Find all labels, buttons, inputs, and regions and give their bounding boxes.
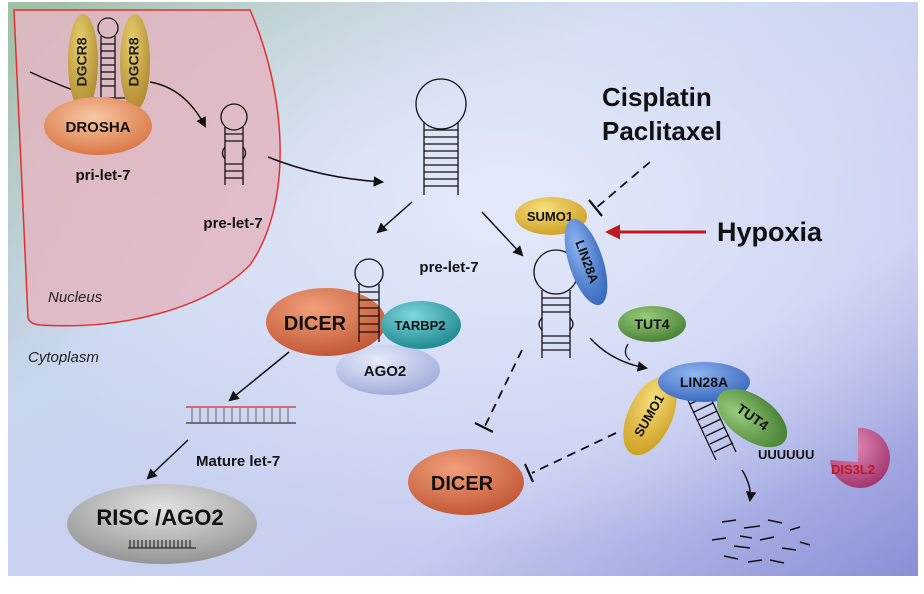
dicer-blocked-protein: DICER <box>408 449 524 515</box>
sumo1-top-label: SUMO1 <box>527 209 573 224</box>
drosha-protein: DROSHA <box>44 97 152 155</box>
dicer-main-protein <box>266 288 386 356</box>
dicer-main-label: DICER <box>284 313 347 335</box>
degraded-rna-fragments <box>711 519 811 564</box>
pri-let7-label: pri-let-7 <box>75 167 130 184</box>
hypoxia-label: Hypoxia <box>717 217 823 247</box>
cisplatin-label: Cisplatin <box>602 82 712 112</box>
tut4-top-label: TUT4 <box>635 316 670 332</box>
arrow-processing <box>149 81 206 128</box>
dis3l2-protein <box>830 427 890 488</box>
arrow-to-lin28a <box>481 211 524 257</box>
tarbp2-protein <box>381 301 461 349</box>
drug-inhibition-line <box>588 161 651 217</box>
pre-let7-hairpin-nucleus <box>220 103 248 185</box>
tarbp2-label: TARBP2 <box>394 318 445 333</box>
mature-let7-label: Mature let-7 <box>196 453 280 470</box>
sumo1-complex-protein <box>623 376 677 456</box>
arrow-export <box>267 156 385 187</box>
dis3l2-label: DIS3L2 <box>831 462 875 477</box>
dgcr8-left-label: DGCR8 <box>74 37 90 86</box>
tut4-join-curve <box>624 343 631 361</box>
nucleus-label: Nucleus <box>48 289 103 306</box>
arrow-to-mature <box>228 351 290 402</box>
arrow-to-dicer <box>376 201 413 234</box>
mature-let7-duplex <box>186 406 296 424</box>
complex-inhibits-dicer <box>523 432 617 483</box>
arrow-uridylation <box>589 337 649 372</box>
pre-let7-nucleus-label: pre-let-7 <box>203 215 262 232</box>
dgcr8-left-protein: DGCR8 <box>68 14 98 110</box>
pre-let7-hairpin-cytoplasm <box>415 78 467 195</box>
paclitaxel-label: Paclitaxel <box>602 116 722 146</box>
risc-ago2-complex: RISC /AGO2 <box>67 484 257 564</box>
dgcr8-right-label: DGCR8 <box>126 37 142 86</box>
degradation-complex: SUMO1 LIN28A TUT4 UUUUUU DIS3L2 <box>623 362 890 488</box>
arrow-degradation <box>741 469 757 503</box>
cytoplasm-label: Cytoplasm <box>28 349 99 366</box>
pri-let7-hairpin <box>97 17 119 98</box>
lin28a-inhibits-dicer <box>474 349 523 433</box>
lin28a-bound-hairpin <box>533 249 579 358</box>
drosha-label: DROSHA <box>65 119 130 136</box>
risc-label: RISC /AGO2 <box>96 505 223 530</box>
ago2-label: AGO2 <box>364 363 407 380</box>
dgcr8-right-protein: DGCR8 <box>120 14 150 110</box>
dicer-complex: AGO2 DICER TARBP2 <box>266 258 461 395</box>
lin28a-complex-label: LIN28A <box>680 374 728 390</box>
dicer-bound-hairpin <box>354 258 384 342</box>
pre-let7-center-label: pre-let-7 <box>419 259 478 276</box>
lin28a-top-protein: LIN28A <box>564 218 608 306</box>
ago2-protein <box>336 345 440 395</box>
arrow-to-risc <box>146 439 189 480</box>
uridine-tail-label: UUUUUU <box>758 447 814 462</box>
tut4-top-protein: TUT4 <box>618 306 686 342</box>
dicer-blocked-label: DICER <box>431 473 494 495</box>
tut4-complex-protein <box>716 388 788 448</box>
